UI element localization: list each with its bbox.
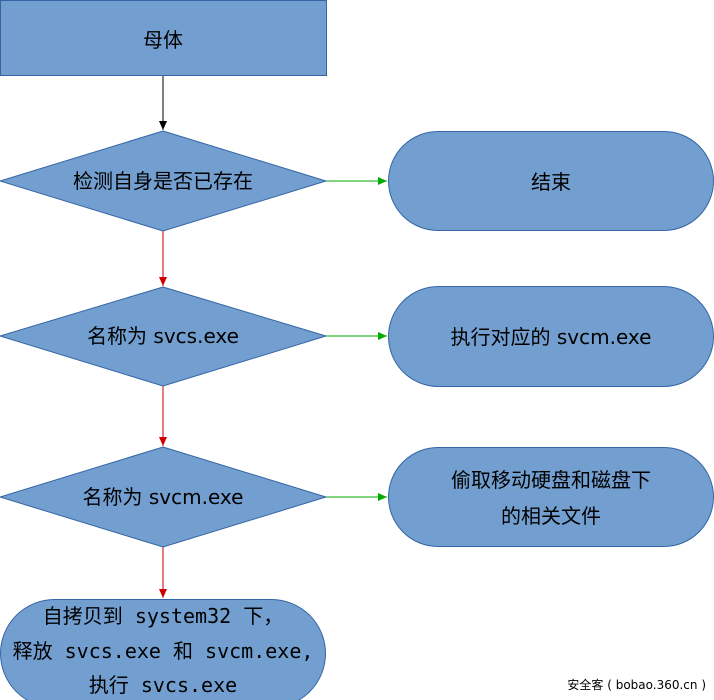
name-svcm-label: 名称为 svcm.exe (83, 485, 244, 509)
name-svcs-decision (0, 286, 328, 387)
end-node-label: 结束 (531, 170, 571, 194)
check-self-decision (0, 130, 328, 232)
name-svcm-decision (0, 446, 328, 548)
copy-label-line1: 自拷贝到 system32 下， (43, 604, 283, 628)
steal-files-label-line1: 偷取移动硬盘和磁盘下 (451, 468, 651, 492)
watermark: 安全客 ( bobao.360.cn ) (567, 677, 706, 692)
copy-label-line2: 释放 svcs.exe 和 svcm.exe, (13, 639, 314, 663)
copy-label-line3: 执行 svcs.exe (89, 673, 237, 697)
steal-files-node (388, 447, 714, 547)
copy-system32-node (0, 599, 326, 700)
run-svcm-label: 执行对应的 svcm.exe (451, 325, 652, 349)
name-svcs-label: 名称为 svcs.exe (87, 324, 239, 348)
check-self-label: 检测自身是否已存在 (73, 169, 253, 193)
steal-files-label-line2: 的相关文件 (501, 504, 601, 528)
start-node-label: 母体 (143, 28, 183, 52)
start-node (0, 0, 327, 76)
